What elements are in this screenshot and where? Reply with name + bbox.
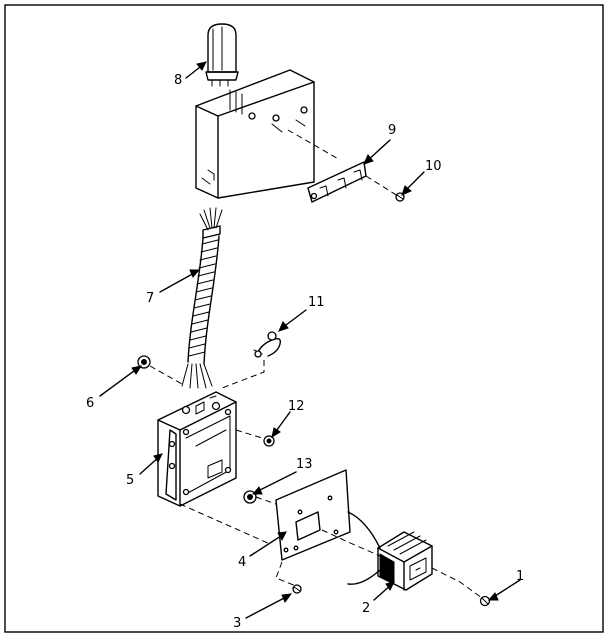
- plate-to-transformer-dash: [321, 529, 381, 557]
- transformer-to-screw-dash: [431, 567, 483, 599]
- ground-11-dash: [221, 360, 265, 389]
- callout-10: 10: [425, 159, 442, 174]
- bushing-12-dash: [235, 429, 263, 439]
- wire-bundle-top: [199, 207, 223, 239]
- callout-7: 7: [146, 291, 154, 306]
- part-5-junction-box: [157, 391, 237, 507]
- part-9-terminal-strip: [307, 161, 367, 203]
- callout-11: 11: [308, 295, 325, 310]
- bracket-to-9-dash: [287, 129, 341, 161]
- callout-9: 9: [388, 123, 396, 138]
- screw-3-dash: [275, 561, 297, 587]
- callout-4: 4: [238, 555, 246, 570]
- callout-2: 2: [362, 601, 370, 616]
- part-11-ground-wire: [253, 331, 282, 358]
- part-2-transformer: [347, 511, 433, 591]
- strip-to-10-dash: [365, 175, 399, 197]
- nut-6-dash: [149, 365, 183, 385]
- part-6-nut: [137, 355, 151, 369]
- part-7-flex-conduit: [187, 235, 220, 365]
- part-4-cover-plate: [275, 469, 351, 561]
- capacitor-bracket-box: [195, 69, 315, 199]
- callout-12: 12: [288, 399, 305, 414]
- wire-bundle-bottom: [181, 363, 213, 389]
- part-8-capacitor: [205, 23, 239, 87]
- leader-lines: [99, 61, 521, 619]
- callout-6: 6: [86, 396, 94, 411]
- part-3-screw: [292, 584, 302, 594]
- callout-13: 13: [296, 457, 313, 472]
- callout-3: 3: [233, 616, 241, 631]
- callout-8: 8: [174, 73, 182, 88]
- callout-5: 5: [126, 473, 134, 488]
- diagram-border: [4, 4, 604, 633]
- box-to-plate-dash-b: [255, 496, 277, 505]
- part-1-screw: [479, 595, 491, 607]
- callout-1: 1: [516, 569, 524, 584]
- part-12-bushing: [263, 435, 275, 447]
- box-to-plate-dash-a: [179, 503, 271, 545]
